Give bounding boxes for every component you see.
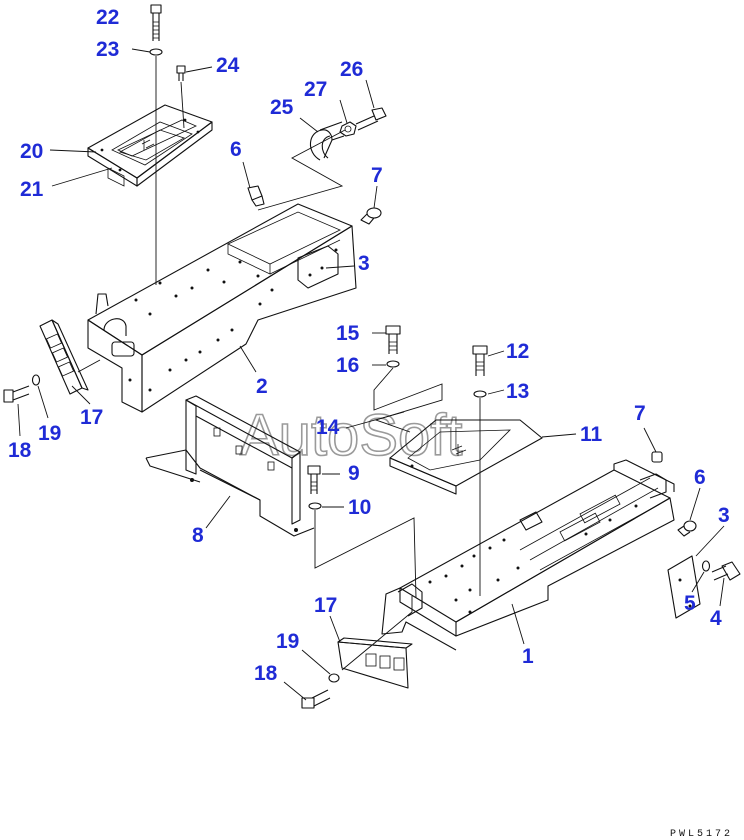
bolt-12 bbox=[472, 345, 488, 376]
callout-labels: 22 23 24 26 27 25 20 21 6 7 3 2 17 19 18… bbox=[8, 6, 730, 685]
leader-lines bbox=[17, 48, 725, 701]
centerline-17a bbox=[77, 359, 101, 373]
drawing-code: PWL5172 bbox=[670, 829, 733, 840]
fitting-24 bbox=[176, 65, 186, 81]
rear-frame-2 bbox=[87, 203, 357, 413]
step-17-left bbox=[39, 319, 89, 395]
callout-8: 8 bbox=[192, 524, 204, 547]
callout-6-top: 6 bbox=[230, 138, 242, 161]
callout-13: 13 bbox=[506, 380, 529, 403]
callout-27: 27 bbox=[304, 78, 327, 101]
washer-19-left bbox=[31, 374, 41, 386]
callout-2: 2 bbox=[256, 375, 268, 398]
bolt-18-bottom bbox=[301, 689, 331, 709]
callout-18-left: 18 bbox=[8, 439, 32, 462]
centerline-24 bbox=[180, 81, 185, 129]
callout-20: 20 bbox=[20, 140, 43, 163]
bracket-8 bbox=[145, 395, 315, 537]
cover-plate-20 bbox=[87, 104, 213, 187]
washer-5 bbox=[701, 560, 711, 572]
callout-3-top: 3 bbox=[358, 252, 370, 275]
cover-3-right bbox=[667, 555, 701, 619]
washer-10 bbox=[308, 502, 322, 510]
bolt-4 bbox=[711, 561, 741, 581]
callout-4: 4 bbox=[710, 607, 722, 630]
callout-18-bottom: 18 bbox=[254, 662, 278, 685]
callout-7-top: 7 bbox=[371, 164, 383, 187]
callout-9: 9 bbox=[348, 462, 360, 485]
callout-17-left: 17 bbox=[80, 406, 103, 429]
washer-16 bbox=[386, 360, 400, 368]
callout-12: 12 bbox=[506, 340, 529, 363]
plug-7-top bbox=[360, 207, 382, 225]
bolt-22 bbox=[150, 4, 162, 41]
callout-15: 15 bbox=[336, 322, 360, 345]
callout-10: 10 bbox=[348, 496, 371, 519]
callout-5: 5 bbox=[684, 592, 696, 615]
plug-7-right bbox=[651, 451, 663, 463]
washer-23 bbox=[149, 48, 163, 56]
callout-26: 26 bbox=[340, 58, 363, 81]
centerline-17b bbox=[341, 596, 413, 671]
centerline-25 bbox=[257, 129, 346, 211]
callout-19-left: 19 bbox=[38, 422, 61, 445]
gasket-21 bbox=[107, 119, 197, 187]
callout-22: 22 bbox=[96, 6, 119, 29]
floor-plate-11 bbox=[389, 419, 543, 495]
callout-23: 23 bbox=[96, 38, 119, 61]
callout-19-bottom: 19 bbox=[276, 630, 299, 653]
callout-6-right: 6 bbox=[694, 466, 706, 489]
step-17-bottom bbox=[337, 637, 413, 689]
centerline-9 bbox=[314, 510, 417, 599]
callout-17-bottom: 17 bbox=[314, 594, 337, 617]
washer-19-bottom bbox=[328, 673, 340, 683]
bolt-15 bbox=[385, 325, 401, 354]
plug-6-right bbox=[677, 520, 697, 537]
clamp-25 bbox=[309, 121, 345, 161]
nut-27 bbox=[339, 121, 357, 137]
callout-21: 21 bbox=[20, 178, 44, 201]
callout-25: 25 bbox=[270, 96, 294, 119]
callout-3-right: 3 bbox=[718, 504, 730, 527]
watermark: AutoSoft bbox=[240, 403, 462, 468]
bolt-18-left bbox=[3, 385, 30, 403]
front-frame-1 bbox=[381, 459, 675, 651]
bolt-26 bbox=[355, 107, 387, 131]
callout-11: 11 bbox=[580, 423, 603, 446]
callout-1: 1 bbox=[522, 645, 534, 668]
callout-24: 24 bbox=[216, 54, 240, 77]
callout-16: 16 bbox=[336, 354, 359, 377]
washer-13 bbox=[473, 390, 487, 398]
callout-7-right: 7 bbox=[634, 402, 646, 425]
plug-6-top bbox=[247, 185, 265, 207]
callout-14: 14 bbox=[316, 416, 340, 439]
bolt-9 bbox=[307, 465, 321, 494]
